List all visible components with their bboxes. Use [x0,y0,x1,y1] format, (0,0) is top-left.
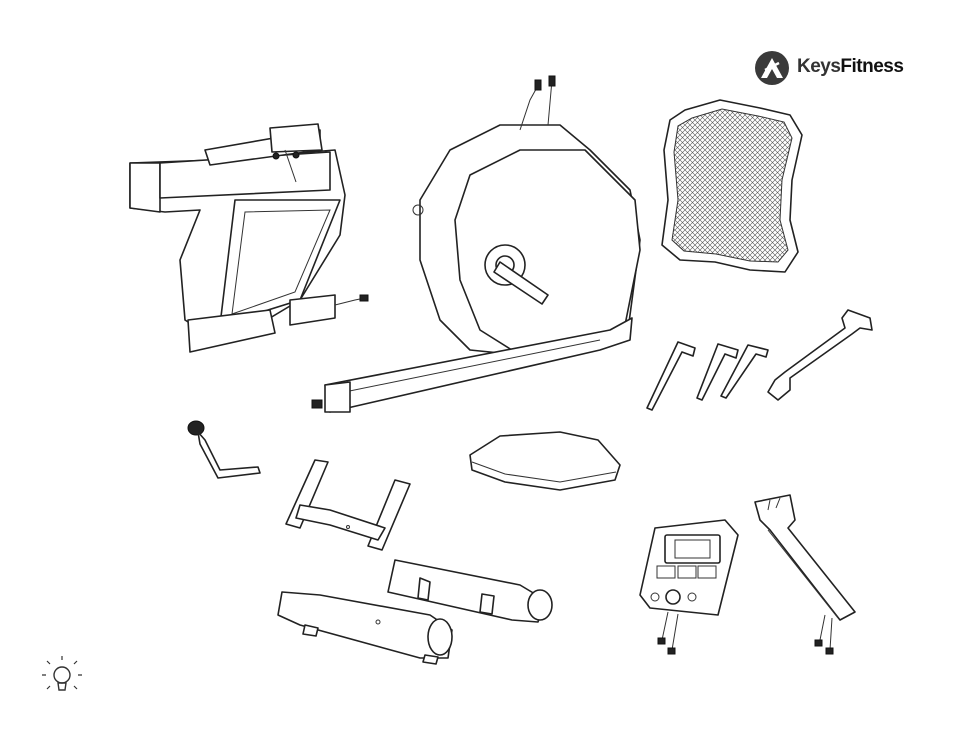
open-end-wrench [768,310,872,400]
main-frame-flywheel-housing [312,76,640,412]
handlebar [286,460,410,550]
console-mast [755,495,855,654]
lightbulb-tip-icon [42,656,82,690]
console [640,520,738,654]
allen-keys [647,342,768,410]
seat-adjust-knob [188,421,260,478]
rear-frame-seat-rail [130,124,368,352]
seat-cushion [470,432,620,490]
backrest-mesh [662,100,802,272]
rear-stabilizer [278,592,452,664]
